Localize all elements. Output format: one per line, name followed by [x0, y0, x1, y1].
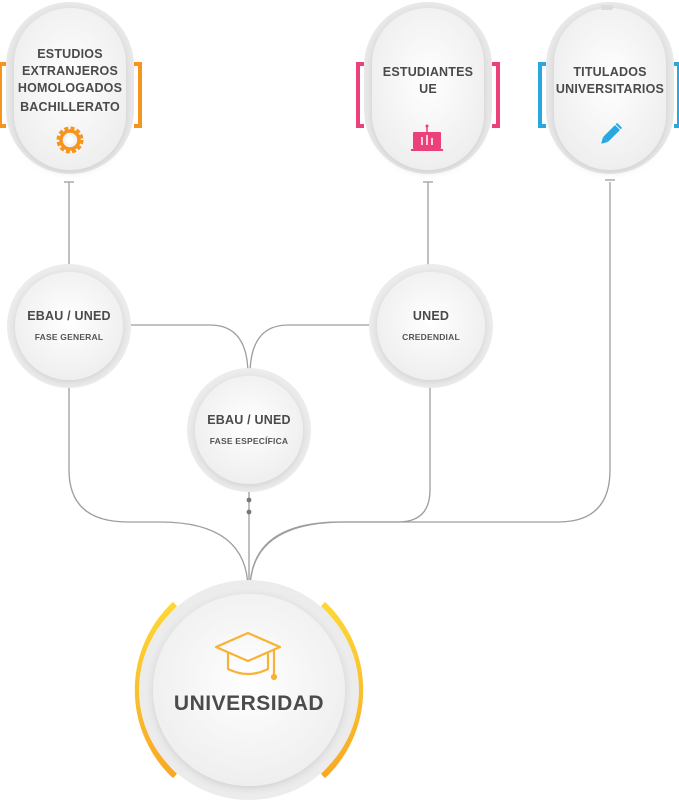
node-estudiantes-line: ESTUDIANTES	[382, 65, 474, 79]
node-titulados-title: TITULADOS UNIVERSITARIOS	[546, 64, 674, 98]
node-uned-credencial	[369, 264, 493, 388]
connectors	[68, 182, 611, 591]
node-estudiantes-line: UE	[419, 82, 437, 96]
node-credencial-title: UNED	[412, 309, 450, 323]
node-universidad-title: UNIVERSIDAD	[173, 692, 325, 715]
accent-bracket-right	[674, 62, 679, 128]
node-fase-general-title: EBAU / UNED	[27, 309, 111, 323]
node-estudios-line: ESTUDIOS	[37, 47, 103, 61]
pencil-icon	[601, 122, 623, 144]
node-fase-general-subtitle: FASE GENERAL	[34, 332, 104, 342]
connector-credencial-to-universidad	[249, 386, 431, 591]
accent-bracket-left	[0, 62, 6, 128]
connector-dot	[246, 497, 252, 503]
connector-fase-general-to-fase-especifica	[128, 324, 249, 376]
node-universidad	[134, 580, 364, 800]
node-credencial-label: UNED CREDENDIAL	[377, 308, 485, 343]
node-fase-especifica-subtitle: FASE ESPECÍFICA	[209, 436, 289, 446]
gold-arc-left	[134, 601, 178, 779]
node-estudios-line: EXTRANJEROS	[22, 64, 118, 78]
accent-bracket-left	[356, 62, 364, 128]
connector-caps	[64, 179, 615, 591]
node-estudiantes-ue	[356, 2, 500, 174]
node-credencial-subtitle: CREDENDIAL	[402, 332, 460, 342]
node-fase-general-label: EBAU / UNED FASE GENERAL	[15, 308, 123, 343]
accent-bracket-right	[492, 62, 500, 128]
accent-bracket-left	[538, 62, 546, 128]
node-ebau-fase-general	[7, 264, 131, 388]
node-titulados-line: TITULADOS	[573, 65, 647, 79]
accent-bracket-right	[134, 62, 142, 128]
gold-arc-right	[320, 601, 364, 779]
connector-credencial-to-fase-especifica	[249, 324, 370, 376]
node-estudios-title: ESTUDIOS EXTRANJEROS HOMOLOGADOS BACHILL…	[10, 46, 130, 116]
node-estudios-line: HOMOLOGADOS	[17, 81, 123, 95]
node-fase-especifica-label: EBAU / UNED FASE ESPECÍFICA	[192, 412, 306, 447]
node-estudiantes-title: ESTUDIANTES UE	[368, 64, 488, 98]
node-titulados-line: UNIVERSITARIOS	[555, 82, 665, 96]
connector-dot	[246, 509, 252, 515]
connector-fase-general-to-universidad	[68, 386, 249, 591]
graduation-cap-icon	[214, 631, 282, 681]
connector-dots	[246, 497, 252, 515]
node-titulados-universitarios	[538, 2, 679, 174]
node-estudios-line: BACHILLERATO	[20, 100, 120, 114]
gear-icon	[56, 126, 84, 154]
node-fase-especifica-title: EBAU / UNED	[207, 413, 291, 427]
node-ebau-fase-especifica	[187, 368, 311, 492]
node-estudios-extranjeros	[0, 2, 142, 174]
presentation-board-icon	[411, 124, 443, 151]
